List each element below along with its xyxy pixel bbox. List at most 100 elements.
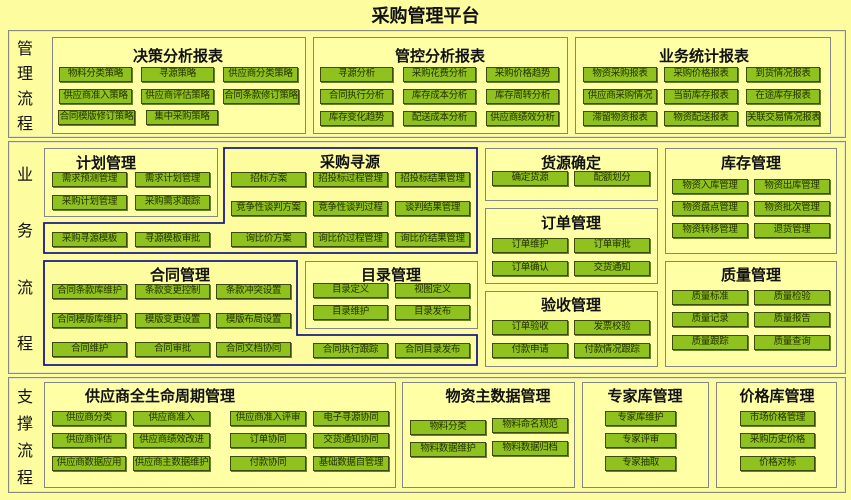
supplier-item-button[interactable]: 交货通知协同 [313, 433, 389, 448]
control-item-button[interactable]: 寻源分析 [320, 67, 393, 82]
plan-item-button[interactable]: 采购需求跟踪 [135, 195, 210, 210]
decision-item-button[interactable]: 合同条款修订策略 [223, 89, 299, 104]
catalog-item-button[interactable]: 目录定义 [313, 283, 388, 298]
business-stats-item-button[interactable]: 滞留物资报表 [583, 111, 657, 126]
decision-item-button[interactable]: 寻源策略 [141, 67, 214, 82]
quality-item-button[interactable]: 质量记录 [672, 312, 748, 327]
acceptance-item-button[interactable]: 订单验收 [492, 320, 568, 335]
control-item-button[interactable]: 采购花费分析 [403, 67, 476, 82]
supplier-item-button[interactable]: 电子寻源协同 [313, 411, 389, 426]
expert-item-button[interactable]: 专家抽取 [605, 456, 676, 471]
control-item-button[interactable]: 供应商绩效分析 [486, 111, 559, 126]
quality-item-button[interactable]: 质量查询 [754, 335, 830, 350]
inventory-item-button[interactable]: 物资入库管理 [672, 179, 748, 194]
business-stats-item-button[interactable]: 当前库存报表 [664, 89, 738, 104]
supplier-item-button[interactable]: 供应商评估 [52, 433, 126, 448]
material-item-button[interactable]: 物料命名规范 [492, 418, 568, 433]
price-item-button[interactable]: 价格对标 [740, 456, 815, 471]
contract-item-button[interactable]: 合同条款库维护 [52, 284, 127, 299]
contract-item-button[interactable]: 模版布局设置 [216, 313, 291, 328]
contract-item-button[interactable]: 合同目录发布 [395, 343, 470, 358]
sourcing-item-button[interactable]: 招投标过程管理 [313, 172, 388, 187]
supplier-item-button[interactable]: 供应商分类 [52, 411, 126, 426]
contract-item-button[interactable]: 合同执行跟踪 [313, 343, 388, 358]
inventory-item-button[interactable]: 退货管理 [754, 223, 830, 238]
decision-item-button[interactable]: 集中采购策略 [146, 110, 218, 125]
contract-item-button[interactable]: 合同文档协同 [216, 342, 291, 357]
expert-item-button[interactable]: 专家库维护 [605, 411, 676, 426]
sourcing-item-button[interactable]: 采购寻源模板 [52, 232, 127, 247]
order-item-button[interactable]: 订单审批 [574, 238, 650, 253]
supplier-item-button[interactable]: 供应商主数据维护 [133, 456, 210, 471]
inventory-item-button[interactable]: 物资盘点管理 [672, 201, 748, 216]
inventory-item-button[interactable]: 物资批次管理 [754, 201, 830, 216]
control-item-button[interactable]: 合同执行分析 [320, 89, 393, 104]
order-item-button[interactable]: 交货通知 [574, 261, 650, 276]
business-stats-item-button[interactable]: 在途库存报表 [746, 89, 820, 104]
quality-item-button[interactable]: 质量检验 [754, 290, 830, 305]
contract-item-button[interactable]: 模版变更设置 [135, 313, 210, 328]
supplier-item-button[interactable]: 供应商绩效改进 [133, 433, 210, 448]
control-item-button[interactable]: 库存周转分析 [486, 89, 559, 104]
acceptance-item-button[interactable]: 发票校验 [574, 320, 650, 335]
quality-item-button[interactable]: 质量跟踪 [672, 335, 748, 350]
supply-item-button[interactable]: 配额划分 [574, 171, 650, 186]
sourcing-item-button[interactable]: 询比价结果管理 [395, 232, 470, 247]
decision-item-button[interactable]: 物料分类策略 [59, 67, 132, 82]
sourcing-item-button[interactable]: 招标方案 [231, 172, 306, 187]
business-stats-item-button[interactable]: 关联交易情况报表 [746, 111, 820, 126]
catalog-item-button[interactable]: 视图定义 [395, 283, 470, 298]
control-item-button[interactable]: 库存成本分析 [403, 89, 476, 104]
contract-item-button[interactable]: 合同模版库维护 [52, 313, 127, 328]
catalog-item-button[interactable]: 目录发布 [395, 305, 470, 320]
material-item-button[interactable]: 物料数据维护 [410, 442, 486, 457]
control-item-button[interactable]: 采购价格趋势 [486, 67, 559, 82]
expert-item-button[interactable]: 专家评审 [605, 433, 676, 448]
contract-item-button[interactable]: 条款变更控制 [135, 284, 210, 299]
acceptance-item-button[interactable]: 付款情况跟踪 [574, 343, 650, 358]
supplier-item-button[interactable]: 基础数据自管理 [313, 456, 389, 471]
business-stats-item-button[interactable]: 物资配送报表 [664, 111, 738, 126]
sourcing-item-button[interactable]: 寻源模板审批 [135, 232, 210, 247]
supplier-item-button[interactable]: 供应商准入评审 [230, 411, 306, 426]
sourcing-item-button[interactable]: 询比价过程管理 [313, 232, 388, 247]
price-item-button[interactable]: 采购历史价格 [740, 433, 815, 448]
control-item-button[interactable]: 配送成本分析 [403, 111, 476, 126]
inventory-item-button[interactable]: 物资转移管理 [672, 223, 748, 238]
contract-item-button[interactable]: 合同维护 [52, 342, 127, 357]
business-stats-item-button[interactable]: 物资采购报表 [583, 67, 657, 82]
order-item-button[interactable]: 订单维护 [492, 238, 568, 253]
decision-item-button[interactable]: 供应商分类策略 [223, 67, 298, 82]
supplier-item-button[interactable]: 供应商准入 [133, 411, 210, 426]
sourcing-item-button[interactable]: 竞争性谈判过程 [313, 201, 388, 216]
order-item-button[interactable]: 订单确认 [492, 261, 568, 276]
supplier-item-button[interactable]: 付款协同 [230, 456, 306, 471]
control-item-button[interactable]: 库存变化趋势 [320, 111, 393, 126]
contract-item-button[interactable]: 条款冲突设置 [216, 284, 291, 299]
inventory-item-button[interactable]: 物资出库管理 [754, 179, 830, 194]
sourcing-item-button[interactable]: 谈判结果管理 [395, 201, 470, 216]
business-stats-item-button[interactable]: 采购价格报表 [664, 67, 738, 82]
decision-item-button[interactable]: 供应商评估策略 [141, 89, 214, 104]
plan-item-button[interactable]: 需求预测管理 [52, 172, 127, 187]
plan-item-button[interactable]: 需求计划管理 [135, 172, 210, 187]
decision-item-button[interactable]: 合同模版修订策略 [58, 110, 135, 125]
quality-item-button[interactable]: 质量报告 [754, 312, 830, 327]
decision-item-button[interactable]: 供应商准入策略 [59, 89, 132, 104]
sourcing-item-button[interactable]: 竞争性谈判方案 [231, 201, 306, 216]
material-item-button[interactable]: 物料数据归档 [492, 441, 568, 456]
business-stats-item-button[interactable]: 到货情况报表 [746, 67, 820, 82]
price-item-button[interactable]: 市场价格管理 [740, 411, 815, 426]
plan-item-button[interactable]: 采购计划管理 [52, 195, 127, 210]
material-item-button[interactable]: 物料分类 [410, 420, 486, 435]
catalog-item-button[interactable]: 目录维护 [313, 305, 388, 320]
acceptance-item-button[interactable]: 付款申请 [492, 343, 568, 358]
sourcing-item-button[interactable]: 询比价方案 [231, 232, 306, 247]
supplier-item-button[interactable]: 供应商数据应用 [52, 456, 126, 471]
supplier-item-button[interactable]: 订单协同 [230, 433, 306, 448]
contract-item-button[interactable]: 合同审批 [135, 342, 210, 357]
business-stats-item-button[interactable]: 供应商采购情况 [583, 89, 657, 104]
quality-item-button[interactable]: 质量标准 [672, 290, 748, 305]
sourcing-item-button[interactable]: 招投标结果管理 [395, 172, 470, 187]
supply-item-button[interactable]: 确定货源 [492, 171, 568, 186]
